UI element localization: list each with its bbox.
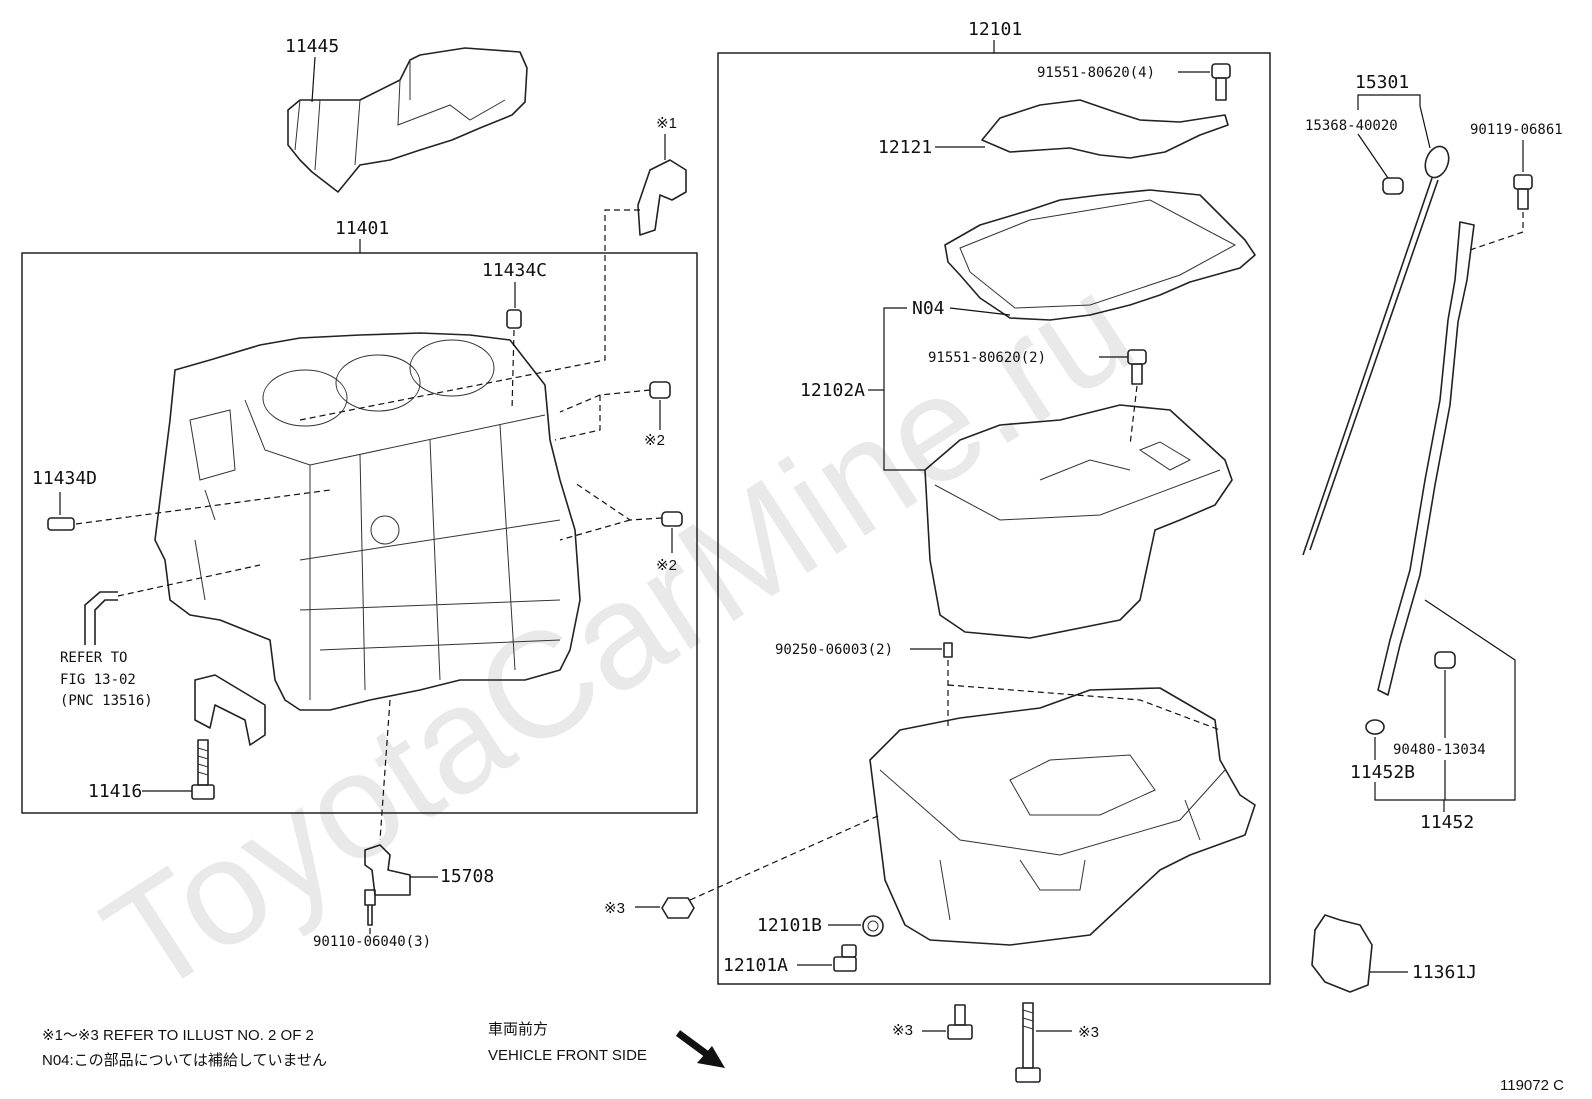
lower-oil-pan[interactable] xyxy=(869,687,1256,946)
oil-nozzle-15708[interactable] xyxy=(364,844,411,896)
bolt-ref3-long[interactable] xyxy=(1015,1002,1041,1083)
label-N04[interactable]: N04 xyxy=(912,298,945,319)
refer-line-2: FIG 13-02 xyxy=(60,672,136,688)
group-label-15301[interactable]: 15301 xyxy=(1355,72,1409,93)
label-12101A[interactable]: 12101A xyxy=(723,955,788,976)
bolt-91551-4[interactable] xyxy=(1211,63,1231,101)
label-90480[interactable]: 90480-13034 xyxy=(1393,742,1486,758)
upper-oil-pan-12102A[interactable] xyxy=(924,404,1233,639)
ref-mark-1: ※1 xyxy=(656,115,677,132)
figure-number: 119072 C xyxy=(1500,1077,1564,1094)
dowel-ref2-lower[interactable] xyxy=(661,511,683,527)
cylinder-block[interactable] xyxy=(154,332,581,711)
label-11445[interactable]: 11445 xyxy=(285,36,339,57)
ref-mark-3a: ※3 xyxy=(604,900,625,917)
label-12102A[interactable]: 12102A xyxy=(800,380,865,401)
dowel-ref2-upper[interactable] xyxy=(649,381,671,399)
direction-en: VEHICLE FRONT SIDE xyxy=(488,1047,647,1064)
group-label-12101[interactable]: 12101 xyxy=(968,19,1022,40)
gasket-N04[interactable] xyxy=(944,189,1256,321)
label-15708[interactable]: 15708 xyxy=(440,866,494,887)
label-12121[interactable]: 12121 xyxy=(878,137,932,158)
ref-mark-2a: ※2 xyxy=(644,432,665,449)
bolt-ref3-short[interactable] xyxy=(947,1004,973,1040)
dipstick-15301[interactable] xyxy=(1302,143,1453,556)
o-ring-11452B[interactable] xyxy=(1365,719,1385,735)
refer-line-3: (PNC 13516) xyxy=(60,693,153,709)
bolt-91551-2[interactable] xyxy=(1127,349,1147,385)
label-11361J[interactable]: 11361J xyxy=(1412,962,1477,983)
pin-90250[interactable] xyxy=(943,642,953,658)
direction-jp: 車両前方 xyxy=(488,1021,548,1038)
bolt-90110[interactable] xyxy=(364,889,376,926)
label-12101B[interactable]: 12101B xyxy=(757,915,822,936)
drain-plug-12101A[interactable] xyxy=(833,944,857,972)
front-direction-arrow-icon xyxy=(675,1030,725,1068)
bearing-cap-ref1[interactable] xyxy=(637,159,687,236)
label-11434D[interactable]: 11434D xyxy=(32,468,97,489)
drain-gasket-12101B[interactable] xyxy=(862,915,884,937)
label-11452B[interactable]: 11452B xyxy=(1350,762,1415,783)
crankcase-cover-11445[interactable] xyxy=(287,47,528,193)
water-pipe-refer[interactable] xyxy=(84,591,118,645)
footnote-line-1: ※1～※3 REFER TO ILLUST NO. 2 OF 2 xyxy=(42,1027,314,1044)
label-91551-4[interactable]: 91551-80620(4) xyxy=(1037,65,1155,81)
o-ring-15368[interactable] xyxy=(1382,177,1404,195)
guide-tube-11452[interactable] xyxy=(1377,221,1475,696)
cover-11361J[interactable] xyxy=(1311,914,1373,993)
label-90119[interactable]: 90119-06861 xyxy=(1470,122,1563,138)
label-90110[interactable]: 90110-06040(3) xyxy=(313,934,431,950)
dowel-pin-11434C[interactable] xyxy=(506,309,522,329)
main-bearing-cap[interactable] xyxy=(194,674,266,746)
drain-plug-ref3[interactable] xyxy=(661,897,695,919)
ref-mark-3c: ※3 xyxy=(1078,1024,1099,1041)
bolt-90119[interactable] xyxy=(1513,174,1533,210)
label-11416[interactable]: 11416 xyxy=(88,781,142,802)
label-91551-2[interactable]: 91551-80620(2) xyxy=(928,350,1046,366)
label-11434C[interactable]: 11434C xyxy=(482,260,547,281)
baffle-plate-12121[interactable] xyxy=(981,99,1229,159)
group-label-11401[interactable]: 11401 xyxy=(335,218,389,239)
grommet-90480[interactable] xyxy=(1434,651,1456,669)
ref-mark-2b: ※2 xyxy=(656,557,677,574)
pin-11434D[interactable] xyxy=(47,517,75,531)
ref-mark-3b: ※3 xyxy=(892,1022,913,1039)
refer-line-1: REFER TO xyxy=(60,650,127,666)
footnote-line-2: N04:この部品については補給していません xyxy=(42,1052,327,1069)
bolt-11416[interactable] xyxy=(191,739,215,800)
label-90250[interactable]: 90250-06003(2) xyxy=(775,642,893,658)
label-15368[interactable]: 15368-40020 xyxy=(1305,118,1398,134)
group-label-11452[interactable]: 11452 xyxy=(1420,812,1474,833)
